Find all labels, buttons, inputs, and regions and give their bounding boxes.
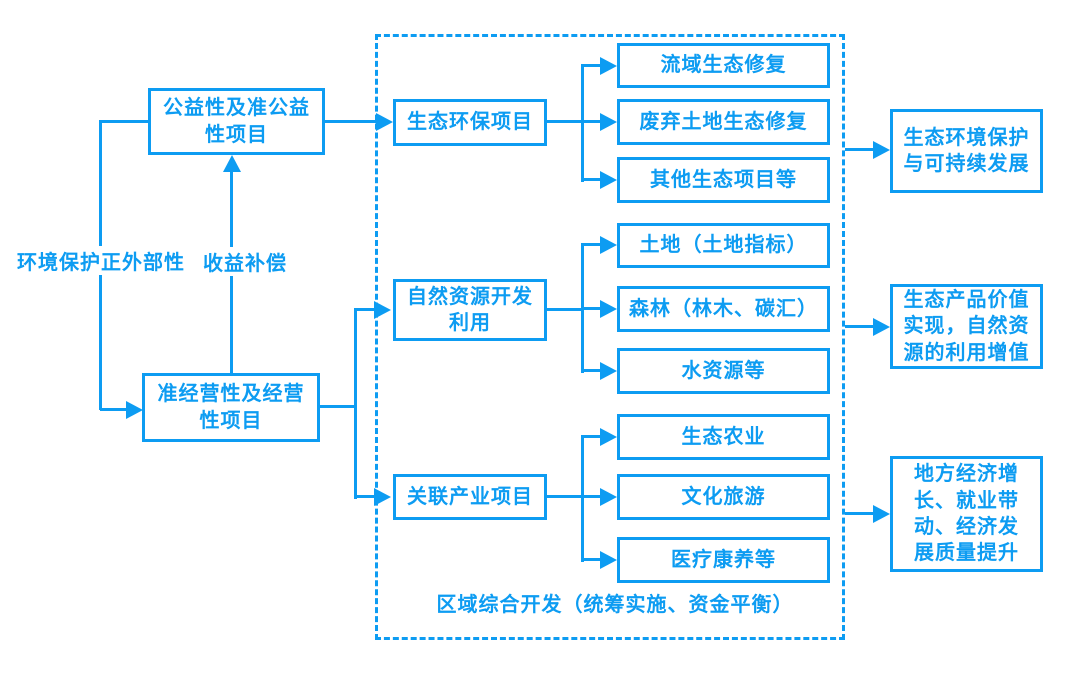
arrowhead-into-water bbox=[600, 362, 617, 380]
connector-to-natural-resource bbox=[355, 308, 377, 311]
arrowhead-into-natural-resource bbox=[374, 301, 391, 319]
connector-industry-leaf1 bbox=[583, 435, 603, 438]
label-positive-externality: 环境保护正外部性 bbox=[16, 246, 186, 275]
node-watershed-restoration: 流域生态修复 bbox=[617, 43, 830, 88]
node-quasi-commercial-projects: 准经营性及经营 性项目 bbox=[142, 373, 320, 442]
arrowhead-into-public-welfare bbox=[223, 155, 241, 172]
connector-resource-out bbox=[547, 308, 583, 311]
connector-into-quasi-commercial bbox=[100, 408, 128, 411]
arrowhead-into-watershed bbox=[600, 57, 617, 75]
connector-to-related-industry bbox=[355, 495, 377, 498]
node-eco-env-project: 生态环保项目 bbox=[393, 99, 547, 146]
connector-resource-leaf1 bbox=[583, 243, 603, 246]
arrowhead-into-land bbox=[600, 236, 617, 254]
connector-industry-out bbox=[547, 495, 583, 498]
connector-industry-leaf3 bbox=[583, 558, 603, 561]
arrowhead-into-medical bbox=[600, 551, 617, 569]
node-outcome-environment: 生态环境保护 与可持续发展 bbox=[890, 109, 1043, 193]
connector-industry-branch-vertical bbox=[581, 435, 584, 562]
node-outcome-economy: 地方经济增 长、就业带 动、经济发 展质量提升 bbox=[890, 456, 1043, 572]
connector-eco-out bbox=[547, 120, 583, 123]
connector-top-left-horizontal bbox=[100, 120, 148, 123]
node-eco-agriculture: 生态农业 bbox=[617, 414, 830, 460]
node-natural-resource-dev: 自然资源开发 利用 bbox=[393, 279, 547, 341]
arrowhead-into-related-industry bbox=[374, 488, 391, 506]
arrowhead-into-other-eco bbox=[600, 171, 617, 189]
connector-to-outcome-environment bbox=[845, 148, 875, 151]
label-benefit-compensation: 收益补偿 bbox=[196, 247, 294, 276]
arrowhead-into-outcome-value bbox=[873, 318, 890, 336]
node-forest-carbon: 森林（林木、碳汇） bbox=[617, 286, 830, 332]
label-regional-development: 区域综合开发（统筹实施、资金平衡） bbox=[436, 594, 794, 616]
node-land-quota: 土地（土地指标） bbox=[617, 223, 830, 268]
arrowhead-into-abandoned-land bbox=[600, 113, 617, 131]
arrowhead-into-forest bbox=[600, 300, 617, 318]
node-culture-tourism: 文化旅游 bbox=[617, 474, 830, 520]
connector-eco-branch-vertical bbox=[581, 64, 584, 182]
node-outcome-value: 生态产品价值 实现，自然资 源的利用增值 bbox=[890, 284, 1043, 369]
connector-eco-leaf1 bbox=[583, 64, 603, 67]
connector-quasi-out bbox=[320, 405, 357, 408]
arrowhead-into-tourism bbox=[600, 488, 617, 506]
node-water-resources: 水资源等 bbox=[617, 348, 830, 394]
connector-public-to-eco bbox=[325, 120, 377, 123]
node-abandoned-land-restoration: 废弃土地生态修复 bbox=[617, 99, 830, 145]
node-other-eco-projects: 其他生态项目等 bbox=[617, 157, 830, 203]
connector-to-outcome-economy bbox=[845, 512, 875, 515]
connector-quasi-branch-vertical bbox=[354, 308, 357, 499]
arrowhead-into-eco-env bbox=[376, 113, 393, 131]
arrowhead-into-quasi-commercial bbox=[126, 401, 143, 419]
connector-to-outcome-value bbox=[845, 325, 875, 328]
arrowhead-into-outcome-economy bbox=[873, 505, 890, 523]
connector-resource-branch-vertical bbox=[581, 243, 584, 373]
arrowhead-into-outcome-environment bbox=[873, 141, 890, 159]
node-public-welfare-projects: 公益性及准公益 性项目 bbox=[148, 88, 325, 155]
arrowhead-into-agriculture bbox=[600, 428, 617, 446]
node-medical-wellness: 医疗康养等 bbox=[617, 537, 830, 583]
connector-eco-leaf2 bbox=[583, 120, 603, 123]
connector-resource-leaf2 bbox=[583, 307, 603, 310]
connector-resource-leaf3 bbox=[583, 369, 603, 372]
regional-development-dashed-frame bbox=[375, 34, 845, 640]
connector-industry-leaf2 bbox=[583, 495, 603, 498]
node-related-industry: 关联产业项目 bbox=[393, 474, 547, 520]
connector-eco-leaf3 bbox=[583, 178, 603, 181]
